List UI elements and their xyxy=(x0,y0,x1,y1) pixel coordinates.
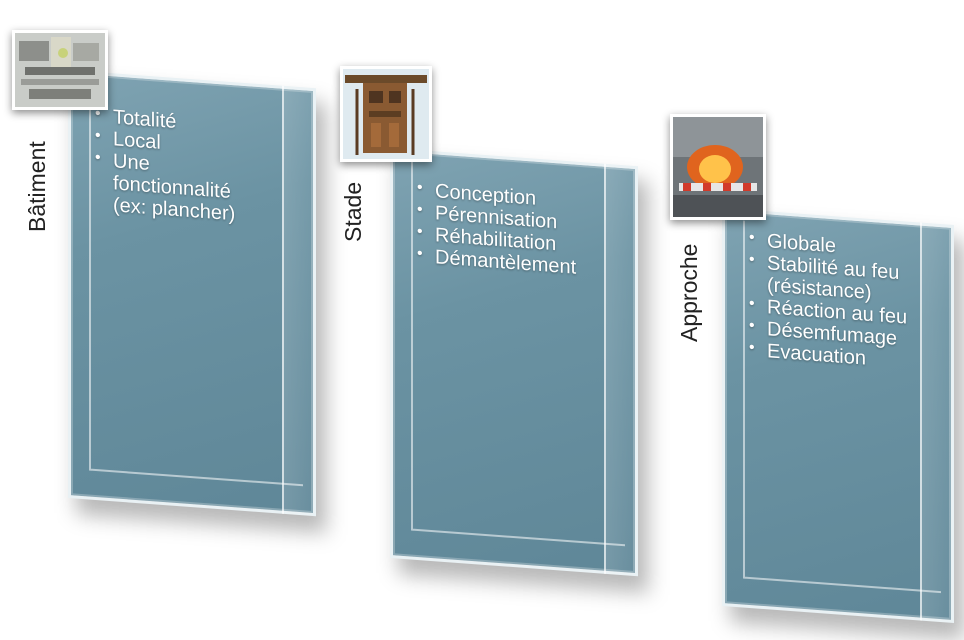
column-title: Approche xyxy=(676,243,702,342)
item-list: Globale Stabilité au feu (résistance) Ré… xyxy=(747,229,937,375)
panel-side xyxy=(604,163,638,577)
item-list: Totalité Local Une fonctionnalité (ex: p… xyxy=(93,105,263,227)
panel-approche: Globale Stabilité au feu (résistance) Ré… xyxy=(722,208,964,640)
panel-slab: Totalité Local Une fonctionnalité (ex: p… xyxy=(68,70,316,517)
construction-tower-image xyxy=(340,66,432,162)
panel-slab: Globale Stabilité au feu (résistance) Ré… xyxy=(722,208,954,624)
machinery-image xyxy=(12,30,108,110)
panel-slab: Conception Pérennisation Réhabilitation … xyxy=(390,148,638,577)
diagram: Totalité Local Une fonctionnalité (ex: p… xyxy=(0,0,964,622)
panel-batiment: Totalité Local Une fonctionnalité (ex: p… xyxy=(68,70,326,533)
panel-side xyxy=(282,85,316,517)
column-title: Stade xyxy=(340,181,366,242)
fire-image xyxy=(670,114,766,220)
column-title: Bâtiment xyxy=(24,141,50,232)
panel-stade: Conception Pérennisation Réhabilitation … xyxy=(390,148,648,593)
item-list: Conception Pérennisation Réhabilitation … xyxy=(415,179,576,278)
list-item: Une fonctionnalité (ex: plancher) xyxy=(93,149,263,227)
